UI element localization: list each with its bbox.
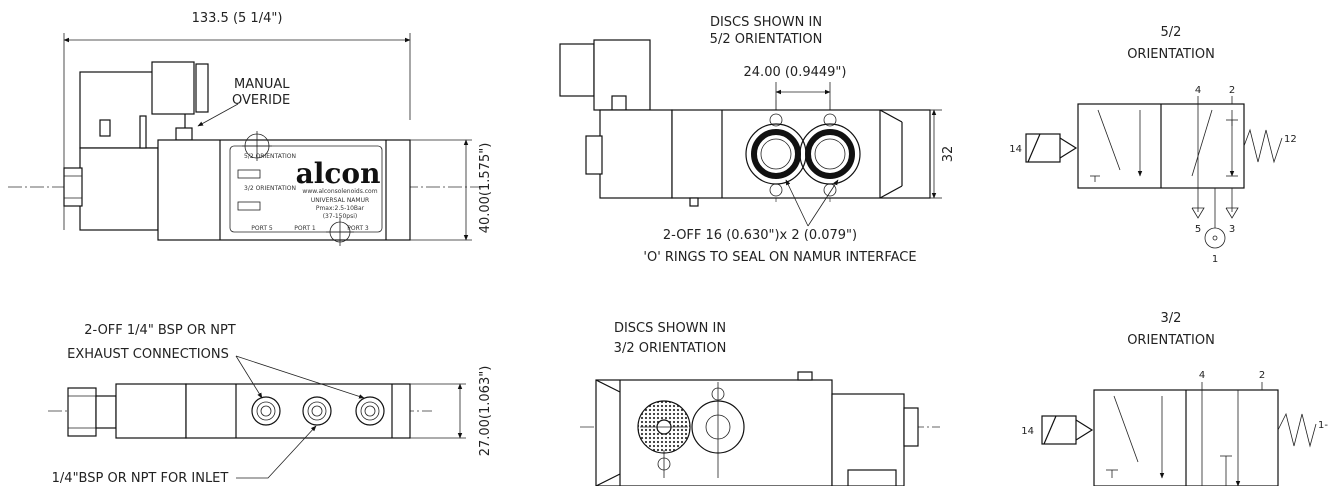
disc-right [799,123,861,185]
schematic-32-spring [1277,412,1317,448]
exhaust-note-line1: 2-OFF 1/4" BSP OR NPT [84,323,236,338]
brand-logo: alcon [296,157,381,190]
side-52-width-label: 32 [941,146,956,163]
schematic-52-port-3: 3 [1229,224,1235,235]
disc-32-right [691,382,745,478]
schematic-52-title-line1: 5/2 [1161,25,1182,40]
connector-gland [195,63,209,113]
mount-hole-32-top [711,387,725,401]
nameplate-mini-52-symbol [237,169,261,179]
oring-note-line2: 'O' RINGS TO SEAL ON NAMUR INTERFACE [643,250,916,265]
exhaust-port-right [355,396,385,426]
side-52-nut [585,135,603,175]
schematic-32-port-2: 2 [1259,370,1265,381]
top-view: 133.5 (5 1/4") MANUAL OVERIDE alcon www.… [8,11,493,246]
nameplate-port-1: PORT 1 [294,225,316,232]
exhaust-port-left [251,396,281,426]
nameplate: alcon www.alconsolenoids.com UNIVERSAL N… [229,145,383,233]
schematic-52-port-2: 2 [1229,85,1235,96]
bottom-view: 2-OFF 1/4" BSP OR NPT EXHAUST CONNECTION… [48,323,493,486]
coil-lower-body [79,147,159,231]
top-view-height-label: 40.00(1.575") [478,143,493,234]
nameplate-website: www.alconsolenoids.com [302,188,377,195]
manual-override-label-line2: OVERIDE [232,93,290,108]
nameplate-model: UNIVERSAL NAMUR [311,197,369,204]
schematic-52: 5/2 ORIENTATION 14 4 2 5 3 [1009,25,1296,265]
schematic-32-title-line2: ORIENTATION [1127,333,1215,348]
connector-top [151,61,195,115]
schematic-52-port-1: 1 [1212,254,1218,265]
nameplate-mini-32-symbol [237,201,261,211]
schematic-52-solenoid [1025,133,1061,163]
inlet-note: 1/4"BSP OR NPT FOR INLET [52,471,229,486]
nameplate-mini-32: 3/2 ORIENTATION [244,185,296,192]
schematic-52-spring [1243,128,1283,164]
manual-override-label-line1: MANUAL [234,77,290,92]
hex-nut [63,167,83,207]
schematic-52-pressure-source [1204,227,1226,249]
disc-left [745,123,807,185]
exhaust-note-line2: EXHAUST CONNECTIONS [67,347,229,362]
overall-length-label: 133.5 (5 1/4") [192,11,283,26]
nameplate-mini-52: 5/2 ORIENTATION [244,153,296,160]
schematic-32-title-line1: 3/2 [1161,311,1182,326]
side-32-nut [903,407,919,447]
schematic-52-title-line2: ORIENTATION [1127,47,1215,62]
schematic-52-port-5: 5 [1195,224,1201,235]
nameplate-pressure: Pmax:2.5-10Bar [316,205,365,212]
nameplate-port-5: PORT 5 [251,225,273,232]
schematic-32-port-14: 14 [1021,426,1034,437]
bottom-view-coil [115,383,187,439]
inlet-port [302,396,332,426]
schematic-52-port-12: 12 [1284,134,1297,145]
bottom-view-body [185,383,411,439]
side-view-52: DISCS SHOWN IN 5/2 ORIENTATION 24.00 (0.… [559,15,956,265]
bottom-view-nut [67,387,97,437]
side-view-32: DISCS SHOWN IN 3/2 ORIENTATION [580,321,940,486]
schematic-52-port-4: 4 [1195,85,1201,96]
side-32-caption-line2: 3/2 ORIENTATION [614,341,727,356]
schematic-32: 3/2 ORIENTATION 14 4 2 1- [1021,311,1328,486]
schematic-32-solenoid [1041,415,1077,445]
side-32-body [595,379,833,486]
disc-32-left [637,400,691,454]
side-52-caption-line2: 5/2 ORIENTATION [710,32,823,47]
side-32-caption-line1: DISCS SHOWN IN [614,321,726,336]
side-52-caption-line1: DISCS SHOWN IN [710,15,822,30]
side-52-coil-lower [599,109,673,199]
bottom-view-height-label: 27.00(1.063") [478,366,493,457]
nameplate-pressure-psi: (37-150psi) [323,213,358,220]
schematic-32-port-4: 4 [1199,370,1205,381]
schematic-52-port-14: 14 [1009,144,1022,155]
mount-hole-top [769,113,783,127]
valve-body [157,139,411,241]
oring-note-line1: 2-OFF 16 (0.630")x 2 (0.079") [663,228,857,243]
schematic-32-port-12: 1- [1318,420,1328,431]
side-52-connector [559,43,595,97]
pitch-dimension-label: 24.00 (0.9449") [744,65,847,80]
manual-override-button [175,127,193,141]
nameplate-port-3: PORT 3 [347,225,369,232]
